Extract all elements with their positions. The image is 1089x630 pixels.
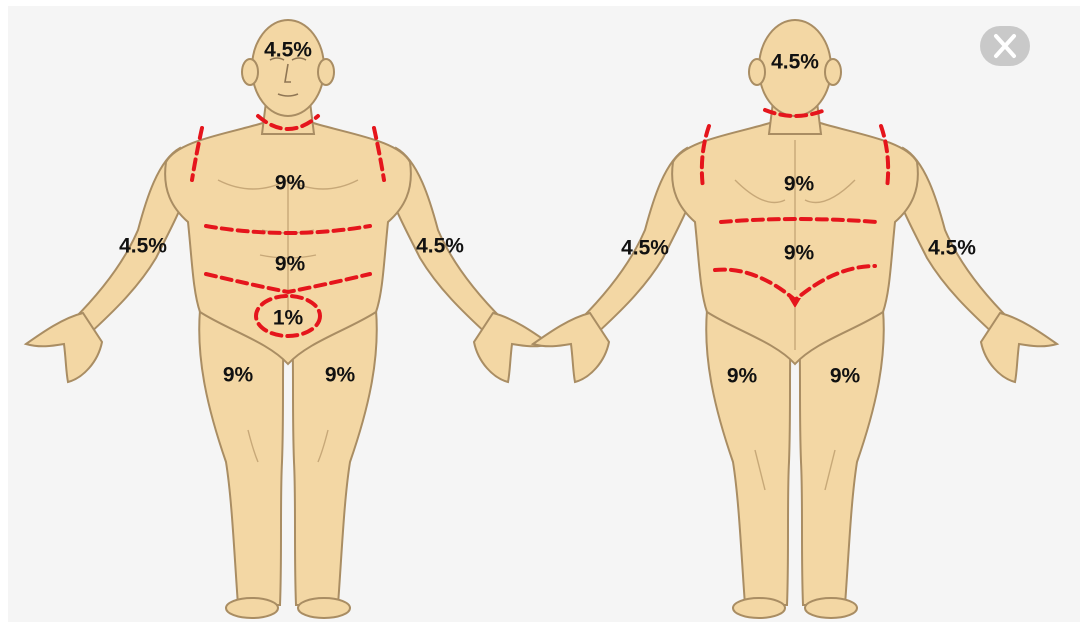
back-left-leg-label: 9% — [727, 366, 757, 387]
front-head-label: 4.5% — [264, 40, 312, 61]
back-figure — [533, 20, 1057, 618]
front-perineum-label: 1% — [273, 308, 303, 329]
back-right-leg-label: 9% — [830, 366, 860, 387]
close-button[interactable] — [980, 26, 1030, 66]
back-head-label: 4.5% — [771, 52, 819, 73]
front-right-leg-label: 9% — [223, 365, 253, 386]
back-lower-back-label: 9% — [784, 243, 814, 264]
front-left-arm-label: 4.5% — [416, 236, 464, 257]
back-right-arm-label: 4.5% — [928, 238, 976, 259]
front-right-arm-label: 4.5% — [119, 236, 167, 257]
close-icon — [980, 26, 1030, 66]
front-abdomen-label: 9% — [275, 254, 305, 275]
front-left-leg-label: 9% — [325, 365, 355, 386]
back-upper-back-label: 9% — [784, 174, 814, 195]
back-left-arm-label: 4.5% — [621, 238, 669, 259]
front-chest-label: 9% — [275, 173, 305, 194]
